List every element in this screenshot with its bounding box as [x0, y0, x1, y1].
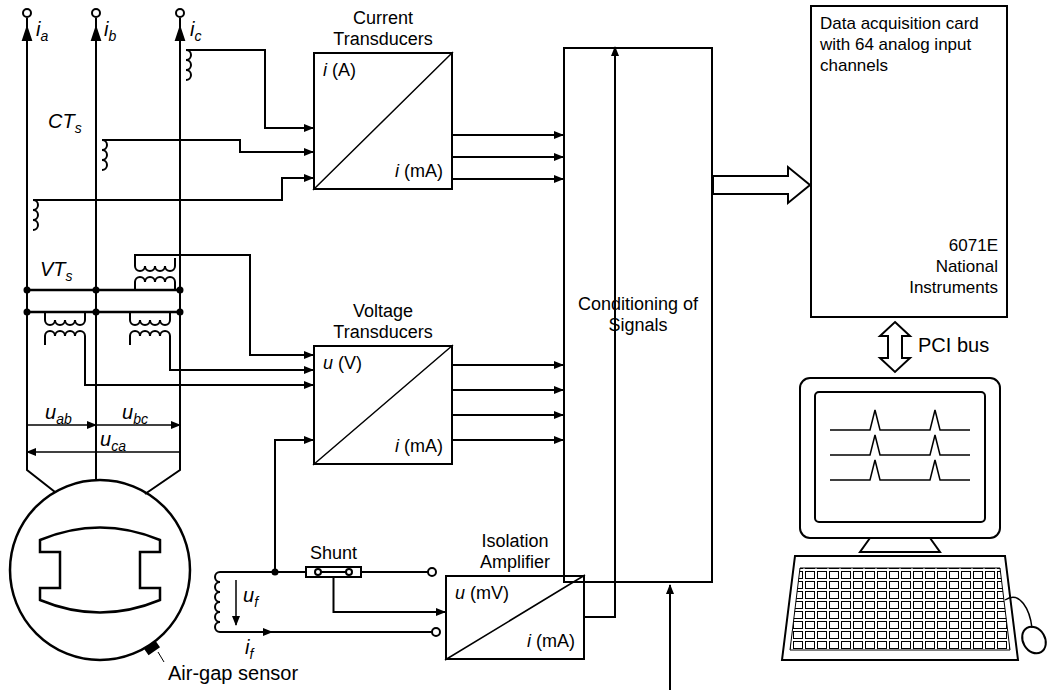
leader-line: [158, 652, 164, 662]
bus-arrow: [713, 167, 810, 203]
signal-connector: [453, 178, 563, 180]
box-text: i (A): [323, 60, 356, 81]
shunt-contact: [315, 569, 321, 575]
box-heading: Isolation Amplifier: [460, 531, 570, 573]
mouse: [1017, 622, 1050, 657]
phase-wire: [95, 18, 97, 480]
vt-primary: [130, 312, 170, 325]
ct-lead: [186, 50, 313, 128]
waveform-trace: [830, 410, 970, 480]
monitor-stand: [860, 538, 940, 552]
vt-primary: [45, 312, 85, 325]
generator-rotor: [40, 528, 160, 613]
signal-connector: [453, 156, 563, 158]
mouse-cord: [1005, 597, 1032, 628]
signal-connector: [453, 389, 563, 391]
sensor-lead: [669, 585, 671, 690]
transducer-box: Voltage Transducersu (V)i (mA): [313, 345, 453, 465]
keyboard-keys: [790, 568, 1010, 650]
signal-connector: [334, 578, 446, 612]
terminal: [176, 9, 184, 17]
signal-name: CTs: [48, 110, 82, 139]
air-gap-sensor: [145, 642, 158, 654]
monitor: [800, 378, 1000, 538]
vt-lead: [170, 336, 313, 370]
signal-name: ubc: [122, 401, 148, 430]
signal-name: uab: [45, 401, 72, 430]
daq-card-box: Data acquisition card with 64 analog inp…: [810, 5, 1008, 318]
vt-bus: [27, 290, 180, 312]
ct-lead: [102, 140, 313, 152]
shunt-box: Shunt: [305, 566, 362, 578]
signal-connector: [453, 414, 563, 416]
pci-arrow: [880, 322, 910, 372]
box-heading: Current Transducers: [321, 8, 446, 50]
ct-coil: [102, 140, 107, 170]
amplifier-box: Isolation Amplifieru (mV)i (mA): [445, 575, 585, 660]
box-heading: Shunt: [294, 543, 374, 564]
terminal: [23, 9, 31, 17]
shunt-bar: [321, 571, 346, 573]
box-text: 6071E National Instruments: [883, 235, 998, 298]
callout-label: Air-gap sensor: [168, 662, 298, 684]
signal-name: ia: [36, 18, 48, 47]
ct-coil: [186, 50, 191, 80]
box-text: u (mV): [455, 583, 509, 604]
signal-name: if: [245, 636, 253, 665]
signal-name: ib: [104, 18, 116, 47]
voltage-arrow: [235, 580, 237, 625]
current-arrow: [236, 631, 272, 633]
ct-coil: [33, 200, 38, 230]
signal-name: VTs: [40, 258, 73, 287]
keyboard: [782, 556, 1018, 660]
voltage-arrow: [27, 451, 180, 453]
box-text: i (mA): [395, 161, 443, 182]
vt-lead: [85, 336, 313, 385]
field-coil: [215, 572, 220, 632]
box-text: i (mA): [527, 631, 575, 652]
vt-secondary: [130, 331, 170, 345]
field-lead: [220, 572, 432, 632]
generator-stator: [10, 480, 190, 660]
shunt-contact: [346, 569, 352, 575]
signal-connector: [453, 134, 563, 136]
box-text: Data acquisition card with 64 analog inp…: [820, 13, 1000, 76]
vt-lead: [135, 255, 313, 355]
vt-secondary: [135, 258, 175, 271]
signal-name: uf: [243, 584, 258, 613]
box-text: i (mA): [395, 436, 443, 457]
monitor-screen: [815, 392, 985, 522]
uf-tap: [275, 440, 313, 572]
transducer-diagonal: [313, 52, 585, 660]
conditioning-box: Conditioning of Signals: [563, 47, 713, 583]
terminal: [92, 9, 100, 17]
vt-secondary: [45, 331, 85, 345]
signal-connector: [453, 439, 563, 441]
box-text: Conditioning of Signals: [576, 294, 701, 336]
signal-name: uca: [100, 428, 126, 457]
signal-connector: [453, 364, 563, 366]
box-text: u (V): [323, 353, 362, 374]
terminal: [432, 628, 440, 636]
ct-lead: [33, 178, 313, 200]
box-heading: Voltage Transducers: [321, 301, 446, 343]
signal-name: ic: [190, 18, 201, 47]
callout-label: PCI bus: [918, 334, 989, 356]
transducer-box: Current Transducersi (A)i (mA): [313, 52, 453, 190]
vt-primary: [135, 277, 175, 290]
terminal: [428, 568, 436, 576]
